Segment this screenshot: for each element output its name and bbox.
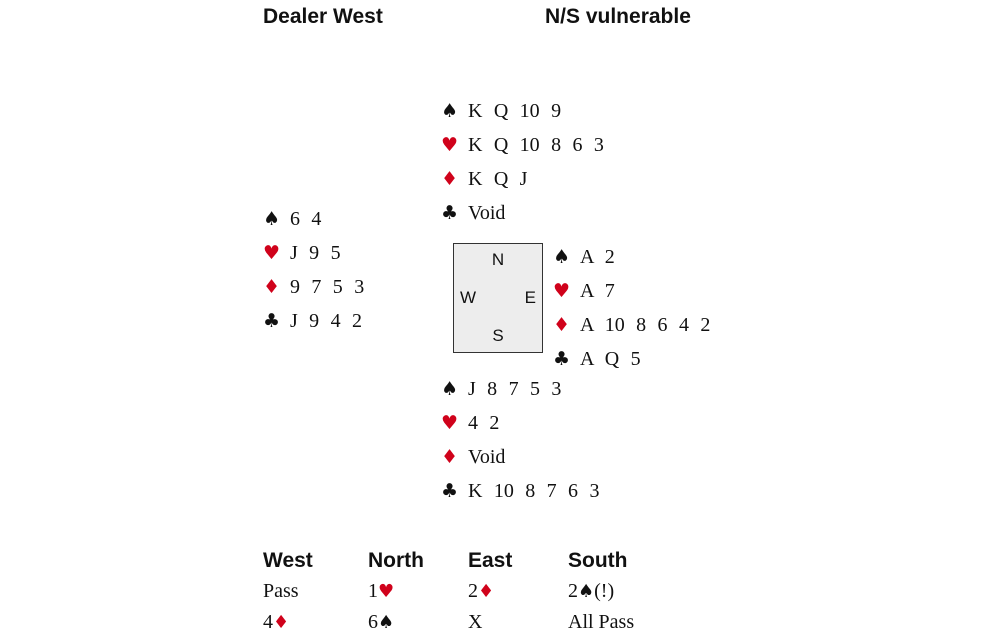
hand-row: ♣ Void: [441, 196, 604, 230]
east-heart-cards: A 7: [580, 280, 615, 302]
spade-icon: ♠: [553, 246, 571, 268]
club-icon: ♣: [263, 310, 281, 332]
auction-header-east: East: [468, 549, 513, 572]
diamond-icon: ♦: [441, 446, 459, 468]
west-club-cards: J 9 4 2: [290, 310, 362, 332]
bid-text: 2: [468, 580, 478, 602]
west-diamond-cards: 9 7 5 3: [290, 276, 365, 298]
bid-text: All Pass: [568, 611, 635, 633]
spade-icon: ♠: [441, 378, 459, 400]
bid-text: 2: [568, 580, 578, 602]
hand-row: ♥ J 9 5: [263, 236, 364, 270]
auction-row: Pass 1♥ 2♦ 2♠(!): [263, 576, 698, 607]
auction-row: 4♦ 6♠ X All Pass: [263, 607, 698, 638]
compass-north-label: N: [491, 250, 505, 269]
spade-icon: ♠: [441, 100, 459, 122]
bid-suit-icon: ♥: [378, 581, 395, 602]
bid-cell: 2♦: [468, 576, 568, 607]
bid-suit-icon: ♠: [578, 581, 595, 602]
west-hand: ♠ 6 4 ♥ J 9 5 ♦ 9 7 5 3 ♣ J 9 4 2: [263, 202, 364, 338]
hand-row: ♥ 4 2: [441, 406, 599, 440]
south-heart-cards: 4 2: [468, 412, 500, 434]
west-heart-cards: J 9 5: [290, 242, 341, 264]
diamond-icon: ♦: [441, 168, 459, 190]
east-spade-cards: A 2: [580, 246, 615, 268]
bid-cell: X: [468, 607, 568, 638]
heart-icon: ♥: [263, 242, 281, 264]
bid-suit-icon: ♠: [378, 612, 395, 633]
south-spade-cards: J 8 7 5 3: [468, 378, 562, 400]
bid-text: 6: [368, 611, 378, 633]
hand-row: ♣ J 9 4 2: [263, 304, 364, 338]
east-hand: ♠ A 2 ♥ A 7 ♦ A 10 8 6 4 2 ♣ A Q 5: [553, 240, 710, 376]
compass-west-label: W: [460, 288, 477, 307]
bid-cell: 2♠(!): [568, 576, 698, 607]
bid-cell: 1♥: [368, 576, 468, 607]
south-hand: ♠ J 8 7 5 3 ♥ 4 2 ♦ Void ♣ K 10 8 7 6 3: [441, 372, 599, 508]
bid-text: 4: [263, 611, 273, 633]
diamond-icon: ♦: [553, 314, 571, 336]
auction-header-south: South: [568, 549, 628, 572]
compass-east-label: E: [524, 288, 536, 307]
club-icon: ♣: [441, 480, 459, 502]
hand-row: ♠ J 8 7 5 3: [441, 372, 599, 406]
auction-header-north: North: [368, 549, 424, 572]
hand-row: ♦ Void: [441, 440, 599, 474]
hand-row: ♦ K Q J: [441, 162, 604, 196]
vulnerability-label: N/S vulnerable: [545, 5, 691, 28]
hand-row: ♥ A 7: [553, 274, 710, 308]
club-icon: ♣: [553, 348, 571, 370]
club-icon: ♣: [441, 202, 459, 224]
compass-box: N W E S: [453, 243, 543, 353]
north-heart-cards: K Q 10 8 6 3: [468, 134, 604, 156]
west-spade-cards: 6 4: [290, 208, 322, 230]
dealer-label: Dealer West: [263, 5, 383, 28]
spade-icon: ♠: [263, 208, 281, 230]
auction-table: West North East South Pass 1♥ 2♦ 2♠(!) 4…: [263, 546, 698, 638]
north-spade-cards: K Q 10 9: [468, 100, 562, 122]
bid-text: Pass: [263, 580, 299, 602]
bid-cell: All Pass: [568, 607, 698, 638]
bid-suit-icon: ♦: [273, 612, 290, 633]
hand-row: ♦ A 10 8 6 4 2: [553, 308, 710, 342]
east-club-cards: A Q 5: [580, 348, 641, 370]
bid-text: 1: [368, 580, 378, 602]
hand-row: ♣ A Q 5: [553, 342, 710, 376]
bid-cell: 6♠: [368, 607, 468, 638]
heart-icon: ♥: [441, 134, 459, 156]
north-club-cards: Void: [468, 202, 506, 224]
hand-row: ♣ K 10 8 7 6 3: [441, 474, 599, 508]
east-diamond-cards: A 10 8 6 4 2: [580, 314, 711, 336]
hand-row: ♥ K Q 10 8 6 3: [441, 128, 604, 162]
bid-cell: 4♦: [263, 607, 368, 638]
heart-icon: ♥: [441, 412, 459, 434]
south-club-cards: K 10 8 7 6 3: [468, 480, 600, 502]
hand-row: ♠ K Q 10 9: [441, 94, 604, 128]
hand-row: ♠ A 2: [553, 240, 710, 274]
auction-header-west: West: [263, 549, 313, 572]
diamond-icon: ♦: [263, 276, 281, 298]
bid-suit-icon: ♦: [478, 581, 495, 602]
south-diamond-cards: Void: [468, 446, 506, 468]
north-hand: ♠ K Q 10 9 ♥ K Q 10 8 6 3 ♦ K Q J ♣ Void: [441, 94, 604, 230]
bid-suffix: (!): [594, 580, 615, 602]
auction-header-row: West North East South: [263, 546, 698, 576]
heart-icon: ♥: [553, 280, 571, 302]
hand-row: ♠ 6 4: [263, 202, 364, 236]
north-diamond-cards: K Q J: [468, 168, 528, 190]
hand-row: ♦ 9 7 5 3: [263, 270, 364, 304]
compass-south-label: S: [492, 326, 504, 345]
bid-text: X: [468, 611, 483, 633]
bid-cell: Pass: [263, 576, 368, 607]
